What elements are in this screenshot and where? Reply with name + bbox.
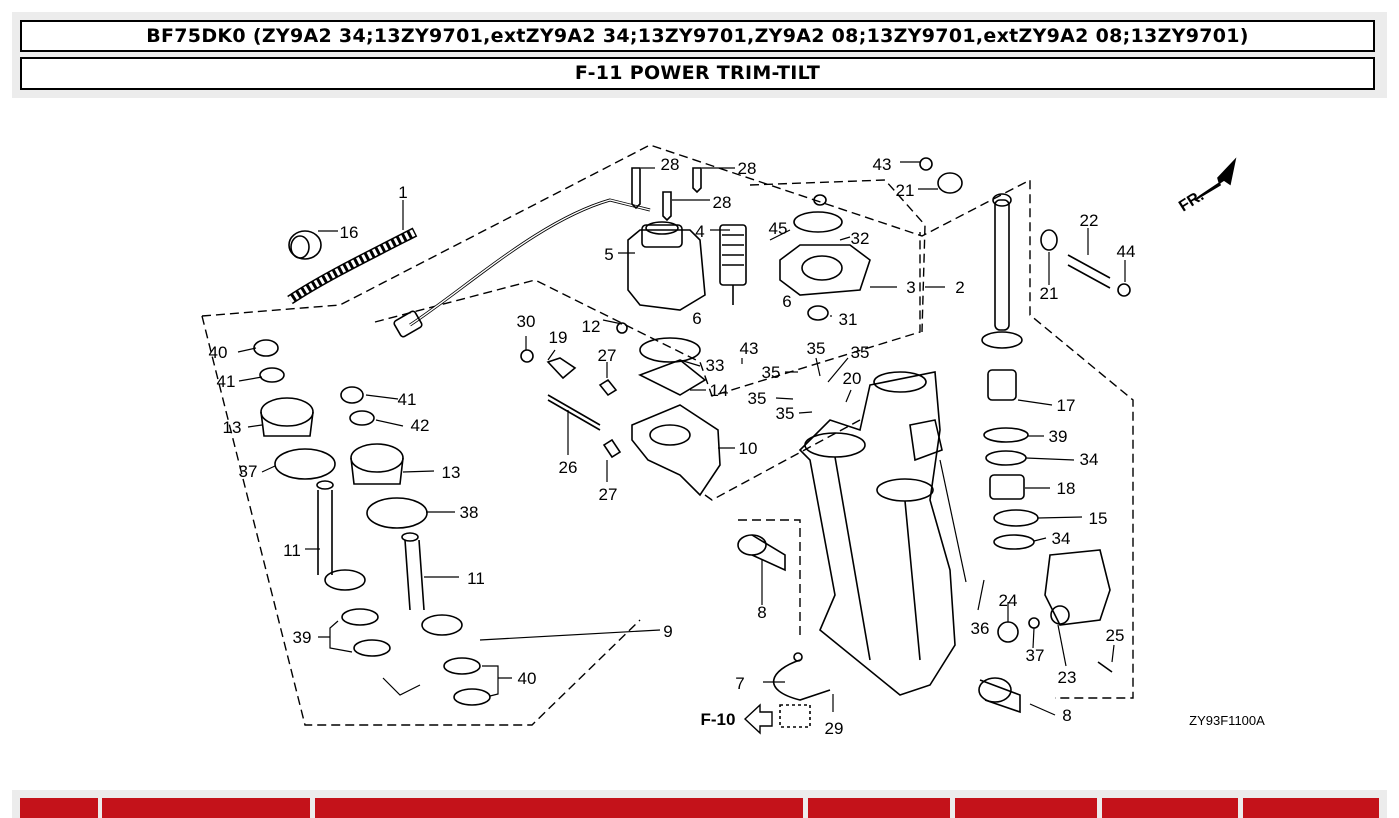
callout-6a: 6 [782, 292, 791, 311]
callout-31: 31 [839, 310, 858, 329]
diagram-code: ZY93F1100A [1189, 713, 1265, 728]
table-col-5[interactable] [955, 798, 1097, 818]
header-panel: BF75DK0 (ZY9A2 34;13ZY9701,extZY9A2 34;1… [12, 12, 1387, 98]
callout-39a: 39 [293, 628, 312, 647]
callout-11b: 11 [467, 569, 485, 588]
callout-35f: 36 [971, 619, 990, 638]
callout-13a: 13 [223, 418, 242, 437]
callout-11a: 11 [283, 541, 301, 560]
callout-30: 30 [517, 312, 536, 331]
callout-4: 4 [695, 222, 704, 241]
callout-5: 5 [604, 245, 613, 264]
callout-19: 19 [549, 328, 568, 347]
callout-34a: 34 [1080, 450, 1099, 469]
callout-35a: 35 [762, 363, 781, 382]
parts-diagram: 1 2 3 4 5 6 6 7 8 8 9 10 11 11 12 13 13 … [201, 144, 1265, 738]
callout-39b: 40 [518, 669, 537, 688]
callout-10: 10 [739, 439, 758, 458]
callout-27a: 27 [598, 346, 617, 365]
callout-41a: 41 [217, 372, 236, 391]
callout-6b: 6 [692, 309, 701, 328]
callout-21a: 21 [896, 181, 915, 200]
callout-21b: 21 [1040, 284, 1059, 303]
callout-16: 16 [340, 223, 359, 242]
callout-20: 20 [843, 369, 862, 388]
callout-12: 12 [582, 317, 601, 336]
callout-28a: 28 [661, 155, 680, 174]
callout-32: 32 [851, 229, 870, 248]
callout-1: 1 [398, 183, 407, 202]
callout-8b: 8 [1062, 706, 1071, 725]
callout-34b: 34 [1052, 529, 1071, 548]
callout-36: 37 [1026, 646, 1045, 665]
callout-26: 26 [559, 458, 578, 477]
callout-33: 33 [706, 356, 725, 375]
callout-14: 14 [710, 381, 729, 400]
callout-42: 43 [740, 339, 759, 358]
direction-label: FR. [1176, 187, 1207, 215]
callout-17: 17 [1057, 396, 1076, 415]
callout-7: 7 [735, 674, 744, 693]
callout-23: 23 [1058, 668, 1077, 687]
callout-43b: 44 [1117, 242, 1136, 261]
callout-25: 25 [1106, 626, 1125, 645]
table-col-6[interactable] [1102, 798, 1238, 818]
callout-37b: 38 [460, 503, 479, 522]
callout-35b: 35 [807, 339, 826, 358]
callout-40a: 40 [209, 343, 228, 362]
ref-link-f10[interactable]: F-10 [701, 710, 736, 729]
section-title: F-11 POWER TRIM-TILT [20, 57, 1375, 90]
parts-table-header [12, 790, 1387, 818]
callout-35d: 35 [748, 389, 767, 408]
callout-40b: 41 [398, 390, 417, 409]
table-col-3[interactable] [315, 798, 803, 818]
callout-2: 2 [955, 278, 964, 297]
table-col-4[interactable] [808, 798, 950, 818]
callout-13b: 13 [442, 463, 461, 482]
callout-41b: 42 [411, 416, 430, 435]
table-col-7[interactable] [1243, 798, 1379, 818]
table-col-1[interactable] [20, 798, 98, 818]
callout-35e: 35 [776, 404, 795, 423]
callout-9: 9 [663, 622, 672, 641]
callout-28b: 28 [738, 159, 757, 178]
callout-44: 45 [769, 219, 788, 238]
callout-29: 29 [825, 719, 844, 738]
callout-3: 3 [906, 278, 915, 297]
callout-15: 15 [1089, 509, 1108, 528]
model-title: BF75DK0 (ZY9A2 34;13ZY9701,extZY9A2 34;1… [20, 20, 1375, 52]
callout-18: 18 [1057, 479, 1076, 498]
callout-35c: 35 [851, 343, 870, 362]
callout-37a: 37 [239, 462, 258, 481]
callout-43a: 43 [873, 155, 892, 174]
callout-27b: 27 [599, 485, 618, 504]
callout-38: 39 [1049, 427, 1068, 446]
callout-8a: 8 [757, 603, 766, 622]
callout-28c: 28 [713, 193, 732, 212]
table-col-2[interactable] [102, 798, 310, 818]
callout-22: 22 [1080, 211, 1099, 230]
callout-24: 24 [999, 591, 1018, 610]
